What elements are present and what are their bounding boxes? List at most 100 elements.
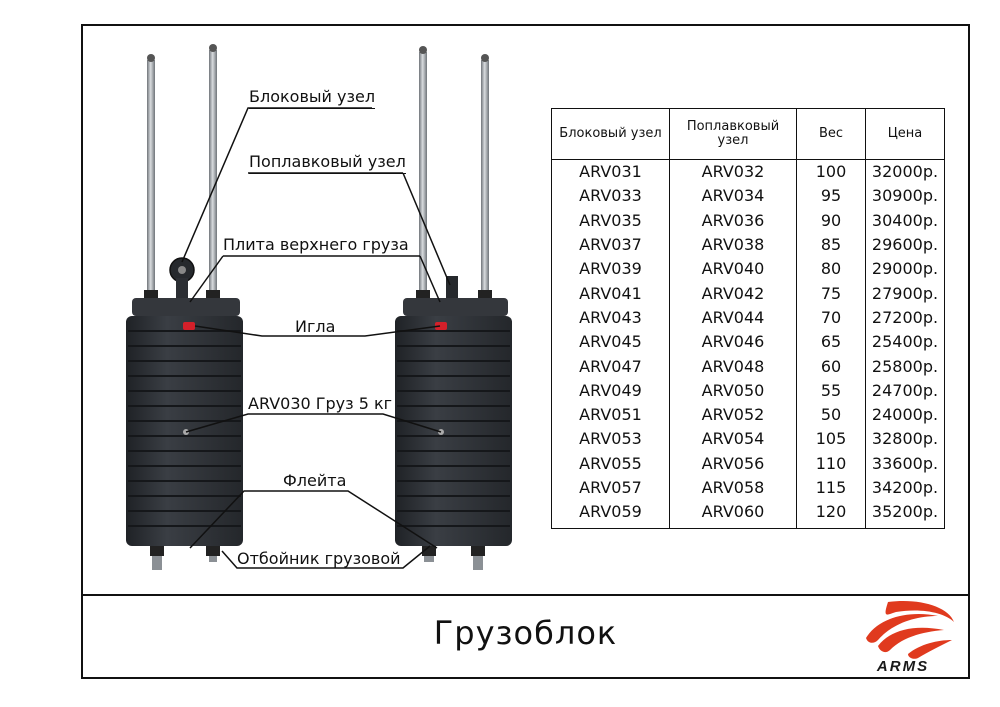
cell-float: ARV042 bbox=[669, 281, 797, 306]
cell-block: ARV033 bbox=[579, 186, 642, 206]
left-top-plate bbox=[132, 298, 240, 316]
cell-block: ARV053 bbox=[579, 429, 642, 449]
cell-float: ARV032 bbox=[669, 159, 797, 185]
table-header-float-unit: Поплавковый узел bbox=[669, 108, 797, 160]
callout-float-unit: Поплавковый узел bbox=[249, 153, 406, 174]
table-header-weight: Вес bbox=[796, 108, 866, 160]
left-pin bbox=[183, 322, 195, 330]
cell-float: ARV048 bbox=[669, 354, 797, 379]
cell-block: ARV045 bbox=[579, 332, 642, 352]
cell-price: 35200р. bbox=[865, 500, 945, 529]
title-divider bbox=[81, 594, 970, 596]
cell-weight: 65 bbox=[796, 330, 866, 355]
cell-float: ARV054 bbox=[669, 427, 797, 452]
cell-price: 32000р. bbox=[865, 159, 945, 185]
cell-block: ARV057 bbox=[579, 478, 642, 497]
left-stack bbox=[126, 44, 243, 570]
cell-block: ARV037 bbox=[579, 235, 642, 255]
cell-block: ARV041 bbox=[579, 283, 642, 303]
cell-weight: 90 bbox=[796, 208, 866, 233]
cell-weight: 50 bbox=[796, 402, 866, 428]
left-guide-rod-2 bbox=[209, 50, 217, 295]
cell-float: ARV046 bbox=[669, 330, 797, 355]
right-weight-plates bbox=[395, 316, 512, 546]
cell-float: ARV040 bbox=[669, 257, 797, 282]
callout-block-unit: Блоковый узел bbox=[249, 88, 376, 109]
cell-weight: 120 bbox=[796, 500, 866, 529]
right-top-plate bbox=[403, 298, 508, 316]
cell-block: ARV043 bbox=[579, 307, 642, 327]
cell-price: 27200р. bbox=[865, 305, 945, 331]
logo-text: ARMS bbox=[876, 658, 929, 674]
cell-price: 27900р. bbox=[865, 281, 945, 306]
cell-price: 33600р. bbox=[865, 451, 945, 476]
cell-weight: 115 bbox=[796, 475, 866, 501]
arms-logo: ARMS bbox=[866, 600, 954, 674]
cell-weight: 105 bbox=[796, 427, 866, 452]
cell-float: ARV038 bbox=[669, 232, 797, 258]
cell-block: ARV035 bbox=[579, 210, 642, 230]
cell-float: ARV050 bbox=[669, 378, 797, 403]
cell-float: ARV036 bbox=[669, 208, 797, 233]
left-guide-rod-1 bbox=[147, 60, 155, 295]
cell-weight: 100 bbox=[796, 159, 866, 185]
cell-weight: 80 bbox=[796, 257, 866, 282]
cell-price: 30900р. bbox=[865, 184, 945, 209]
callout-bumper: Отбойник грузовой bbox=[237, 549, 401, 568]
cell-weight: 75 bbox=[796, 281, 866, 306]
page-title: Грузоблок bbox=[433, 614, 618, 652]
cell-float: ARV060 bbox=[669, 500, 797, 529]
callout-pin: Игла bbox=[295, 317, 336, 336]
cell-block: ARV049 bbox=[579, 380, 642, 400]
cell-price: 29600р. bbox=[865, 232, 945, 258]
callout-top-plate: Плита верхнего груза bbox=[223, 235, 409, 254]
cell-float: ARV044 bbox=[669, 305, 797, 331]
cell-price: 25400р. bbox=[865, 330, 945, 355]
table-header-row: Блоковый узел Поплавковый узел Вес Цена bbox=[551, 108, 945, 160]
cell-weight: 85 bbox=[796, 232, 866, 258]
cell-block: ARV059 bbox=[579, 502, 642, 522]
cell-float: ARV052 bbox=[669, 402, 797, 428]
cell-block: ARV039 bbox=[579, 259, 642, 279]
cell-price: 30400р. bbox=[865, 208, 945, 233]
cell-price: 25800р. bbox=[865, 354, 945, 379]
table-header-block-unit: Блоковый узел bbox=[551, 108, 670, 160]
callout-weight: ARV030 Груз 5 кг bbox=[248, 394, 393, 413]
right-guide-rod-1 bbox=[419, 52, 427, 295]
right-stack bbox=[395, 46, 512, 570]
weight-stack-illustration bbox=[126, 44, 512, 570]
cell-weight: 60 bbox=[796, 354, 866, 379]
cell-block: ARV055 bbox=[579, 453, 642, 473]
cell-weight: 55 bbox=[796, 378, 866, 403]
drawing-frame bbox=[81, 24, 970, 679]
cell-price: 24700р. bbox=[865, 378, 945, 403]
cell-weight: 70 bbox=[796, 305, 866, 331]
cell-block: ARV047 bbox=[579, 356, 642, 376]
cell-float: ARV034 bbox=[669, 184, 797, 209]
callout-flute: Флейта bbox=[283, 471, 347, 490]
left-weight-plates bbox=[126, 316, 243, 546]
right-pin bbox=[435, 322, 447, 330]
cell-price: 32800р. bbox=[865, 427, 945, 452]
cell-block: ARV051 bbox=[579, 405, 642, 425]
cell-float: ARV058 bbox=[669, 475, 797, 501]
cell-weight: 95 bbox=[796, 184, 866, 209]
spec-table: Блоковый узел Поплавковый узел Вес Цена … bbox=[551, 108, 945, 530]
cell-float: ARV056 bbox=[669, 451, 797, 476]
cell-block: ARV031 bbox=[579, 162, 642, 182]
